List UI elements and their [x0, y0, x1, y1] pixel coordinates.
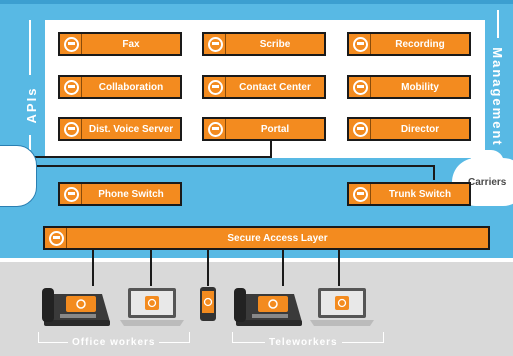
shoretel-logo-icon	[61, 34, 82, 54]
apis-line-top	[29, 20, 31, 75]
trunk-connector-vertical	[433, 165, 435, 180]
service-label: Scribe	[259, 38, 291, 50]
shoretel-logo-icon	[350, 184, 371, 204]
carriers-cloud-puff	[470, 150, 504, 176]
service-dist-voice-server[interactable]: Dist. Voice Server	[58, 117, 182, 141]
service-collaboration[interactable]: Collaboration	[58, 75, 182, 99]
shoretel-logo-icon	[350, 119, 371, 139]
shoretel-logo-icon	[205, 119, 226, 139]
teleworkers-label: Teleworkers	[265, 337, 342, 348]
service-label: Fax	[122, 38, 140, 50]
shoretel-logo-icon	[350, 77, 371, 97]
shoretel-logo-icon	[61, 119, 82, 139]
service-mobility[interactable]: Mobility	[347, 75, 471, 99]
trunk-switch[interactable]: Trunk Switch	[347, 182, 471, 206]
portal-connector-vertical	[270, 141, 272, 157]
carriers-label: Carriers	[468, 177, 507, 188]
service-portal[interactable]: Portal	[202, 117, 326, 141]
service-label: Recording	[395, 38, 445, 50]
secure-access-label: Secure Access Layer	[227, 232, 328, 244]
office-workers-label: Office workers	[68, 337, 160, 348]
device-connector	[92, 250, 94, 286]
apis-label: APIs	[23, 86, 39, 124]
shoretel-logo-icon	[46, 228, 67, 248]
mobile-phone-icon	[199, 286, 217, 322]
portal-connector-horizontal	[0, 156, 272, 158]
trunk-switch-label: Trunk Switch	[388, 188, 452, 200]
laptop-icon	[118, 286, 186, 328]
service-contact-center[interactable]: Contact Center	[202, 75, 326, 99]
device-connector	[282, 250, 284, 286]
desk-phone-icon	[40, 282, 112, 328]
service-label: Portal	[260, 123, 290, 135]
desk-phone-icon	[232, 282, 304, 328]
service-label: Contact Center	[239, 81, 311, 93]
shoretel-logo-icon	[205, 34, 226, 54]
service-fax[interactable]: Fax	[58, 32, 182, 56]
shoretel-logo-icon	[205, 77, 226, 97]
shoretel-logo-icon	[61, 184, 82, 204]
service-label: Collaboration	[98, 81, 164, 93]
service-label: Dist. Voice Server	[88, 123, 174, 135]
service-director[interactable]: Director	[347, 117, 471, 141]
apis-line-bottom	[29, 135, 31, 150]
device-connector	[150, 250, 152, 286]
left-cloud-shape	[0, 145, 37, 207]
service-scribe[interactable]: Scribe	[202, 32, 326, 56]
secure-access-layer[interactable]: Secure Access Layer	[43, 226, 490, 250]
shoretel-logo-icon	[350, 34, 371, 54]
trunk-connector-horizontal	[0, 165, 435, 167]
phone-switch[interactable]: Phone Switch	[58, 182, 182, 206]
management-line-top	[497, 10, 499, 38]
device-connector	[338, 250, 340, 286]
service-label: Mobility	[401, 81, 439, 93]
laptop-icon	[308, 286, 376, 328]
panel-top-border	[0, 0, 513, 4]
service-label: Director	[400, 123, 440, 135]
phone-switch-label: Phone Switch	[98, 188, 164, 200]
service-recording[interactable]: Recording	[347, 32, 471, 56]
device-connector	[207, 250, 209, 286]
management-label: Management	[490, 47, 506, 147]
shoretel-logo-icon	[61, 77, 82, 97]
